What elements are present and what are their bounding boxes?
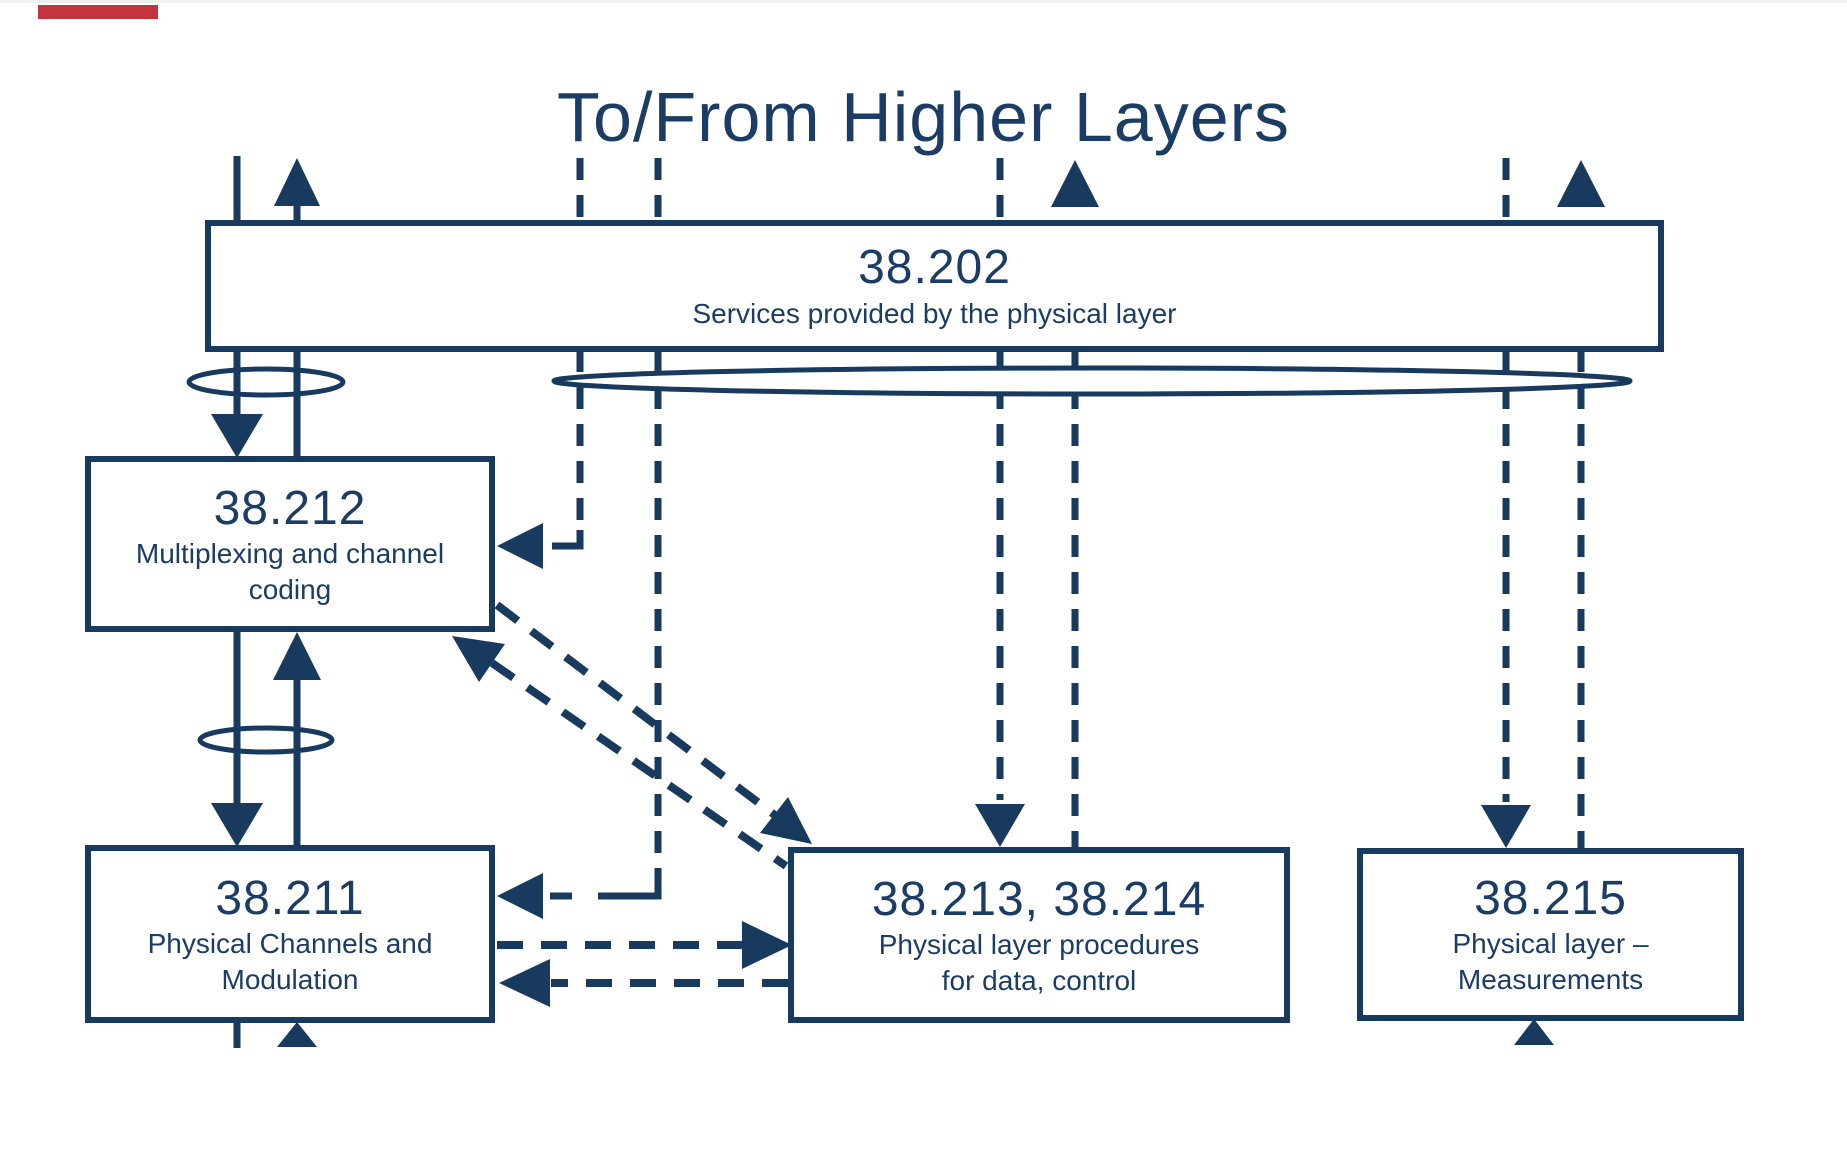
down-arrowhead [211,414,263,458]
spec-number: 38.215 [1474,872,1627,926]
dashed-arrow-213-to-211 [499,959,788,1007]
spec-subtitle-line: Modulation [221,963,359,995]
dashed-down-arrowheads [975,804,1531,848]
solid-links-higher-layers [233,156,320,222]
bottom-stubs [233,1019,1554,1048]
down-arrowhead [211,803,263,847]
up-arrowhead [274,158,320,206]
spec-subtitle-line: Measurements [1457,964,1644,996]
dashed-arrow-213-to-212 [452,636,789,870]
spec-box-38-211: 38.211 Physical Channels and Modulation [85,845,495,1023]
spec-number: 38.211 [215,871,365,925]
up-arrowhead [273,632,321,680]
spec-subtitle-line: Physical layer – [1452,928,1649,960]
spec-subtitle-line: Physical Channels and [147,927,433,959]
spec-box-38-202: 38.202 Services provided by the physical… [205,220,1664,352]
solid-links-212-211 [211,630,321,847]
spec-number: 38.202 [858,241,1011,295]
spec-subtitle-line: for data, control [941,964,1137,996]
page-title: To/From Higher Layers [557,78,1290,156]
window-top-edge [0,0,1847,3]
sap-ellipse-wide [551,365,1633,397]
spec-subtitle-line: Services provided by the physical layer [692,297,1177,329]
up-arrowhead-small [277,1022,317,1047]
up-arrowhead-small [1514,1019,1554,1045]
dashed-vertical-lines [576,158,1585,878]
spec-subtitle-line: Physical layer procedures [878,928,1200,960]
dashed-arrow-212-to-213 [494,601,812,844]
dashed-up-arrowheads [1051,160,1605,207]
spec-box-38-212: 38.212 Multiplexing and channel coding [85,456,495,632]
dashed-elbow-into-212 [497,523,584,569]
spec-box-38-213-214: 38.213, 38.214 Physical layer procedures… [788,847,1290,1023]
sap-ellipse-mid-left [197,725,335,755]
dashed-elbow-into-211 [497,873,662,919]
solid-links-202-212 [211,350,301,458]
spec-box-38-215: 38.215 Physical layer – Measurements [1357,848,1744,1021]
spec-subtitle-line: Multiplexing and channel [135,537,445,569]
dashed-arrow-211-to-213 [497,921,792,969]
spec-number: 38.213, 38.214 [871,872,1207,926]
sap-ellipse-top-left [186,366,346,398]
spec-subtitle-line: coding [248,573,332,605]
spec-number: 38.212 [213,481,367,535]
red-marker-bar [38,5,158,19]
